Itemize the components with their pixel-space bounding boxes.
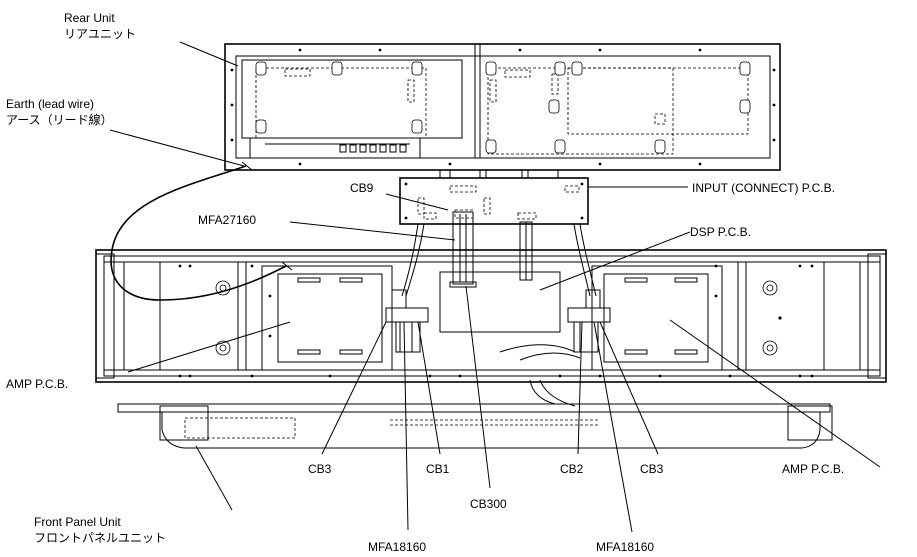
label-front-panel-jp: フロントパネルユニット [34, 531, 166, 545]
label-mfa27160: MFA27160 [198, 213, 256, 227]
label-cb3-right: CB3 [640, 462, 664, 476]
text-labels: Rear Unit リアユニット Earth (lead wire) アース（リ… [6, 11, 844, 554]
label-rear-unit-jp: リアユニット [64, 27, 136, 41]
ribbon-cable-mfa27160 [449, 211, 477, 288]
label-cb9: CB9 [350, 181, 374, 195]
label-cb1: CB1 [426, 462, 450, 476]
label-earth-jp: アース（リード線） [6, 112, 113, 127]
label-front-panel-en: Front Panel Unit [34, 515, 121, 529]
label-dsp-pcb: DSP P.C.B. [690, 225, 751, 239]
label-cb300: CB300 [470, 497, 507, 511]
wire-harnesses [401, 221, 597, 407]
label-amp-pcb-right: AMP P.C.B. [782, 462, 844, 476]
label-earth-en: Earth (lead wire) [6, 97, 94, 111]
rear-to-input-cables [439, 170, 559, 178]
leader-lines [109, 41, 881, 533]
label-mfa18160-left: MFA18160 [368, 540, 426, 554]
label-amp-pcb-left: AMP P.C.B. [6, 377, 68, 391]
input-pcb-board [399, 177, 589, 225]
right-connector-block [567, 289, 611, 353]
label-cb2: CB2 [560, 462, 584, 476]
left-connector-block [385, 289, 429, 353]
front-panel-unit [117, 403, 833, 449]
label-input-pcb: INPUT (CONNECT) P.C.B. [692, 181, 835, 195]
label-cb3-left: CB3 [308, 462, 332, 476]
main-chassis [95, 249, 887, 383]
earth-lead-wire [110, 161, 293, 301]
rear-unit [224, 43, 781, 171]
label-rear-unit-en: Rear Unit [64, 11, 115, 25]
label-mfa18160-right: MFA18160 [596, 540, 654, 554]
